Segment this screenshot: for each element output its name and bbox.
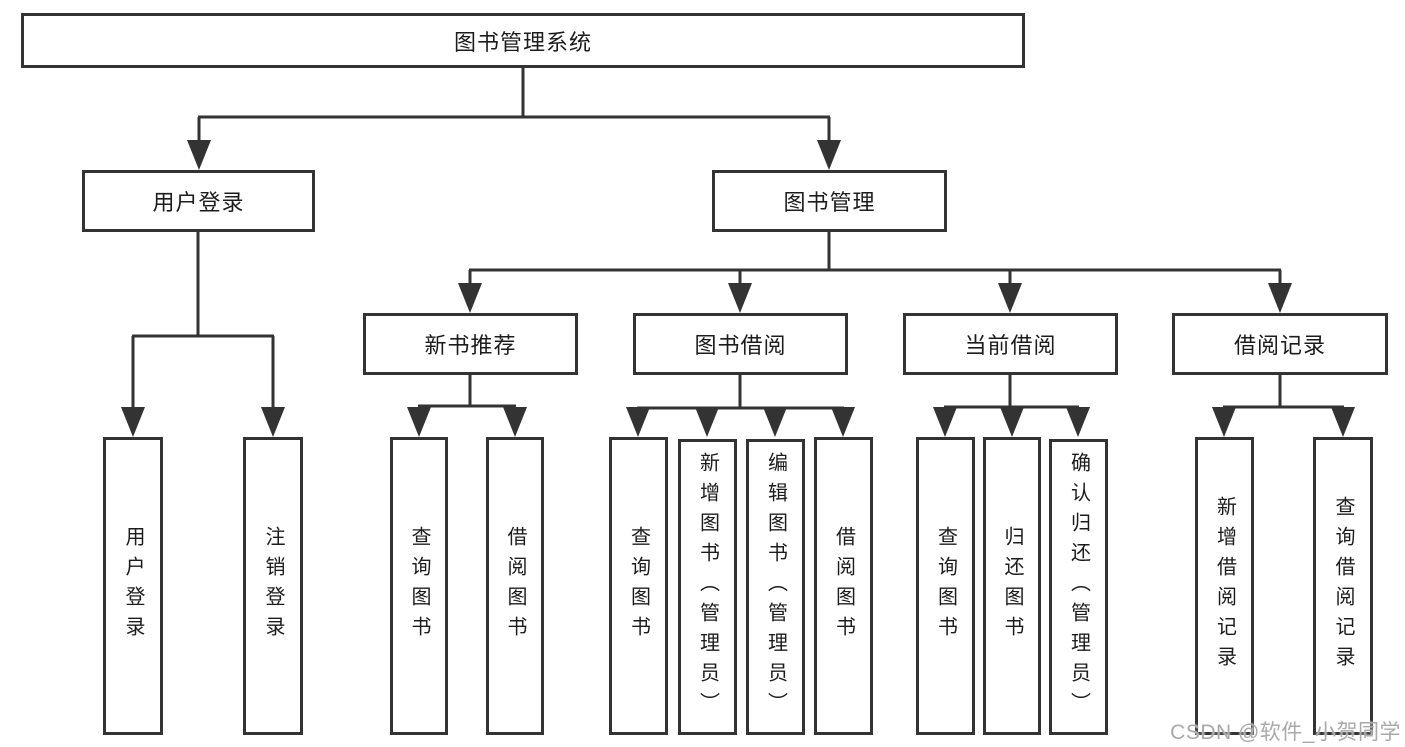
node-label: 注销登录 — [262, 526, 284, 646]
node-user-login: 用户登录 — [82, 170, 315, 232]
leaf-query-books-borrow: 查询图书 — [609, 437, 668, 735]
arrowheads — [121, 140, 1355, 437]
leaf-borrow-books-recommend: 借阅图书 — [486, 437, 544, 735]
node-label: 用户登录 — [152, 190, 245, 215]
node-label: 查询图书 — [408, 526, 430, 646]
node-label: 图书管理系统 — [453, 29, 592, 55]
node-label: 用户登录 — [122, 526, 144, 646]
leaf-return-book: 归还图书 — [983, 437, 1041, 735]
node-borrow-records: 借阅记录 — [1172, 313, 1388, 375]
leaf-user-login: 用户登录 — [103, 437, 163, 735]
node-label: 借阅图书 — [832, 526, 855, 646]
leaf-query-borrow-record: 查询借阅记录 — [1313, 437, 1373, 735]
node-book-management: 图书管理 — [712, 170, 947, 232]
node-current-borrow: 当前借阅 — [903, 313, 1118, 375]
node-label: 新增图书（管理员） — [696, 452, 719, 722]
node-label: 查询图书 — [934, 526, 957, 646]
leaf-confirm-return-admin: 确认归还（管理员） — [1049, 439, 1108, 735]
node-root-library-system: 图书管理系统 — [21, 13, 1025, 68]
leaf-add-borrow-record: 新增借阅记录 — [1195, 437, 1254, 735]
node-label: 确认归还（管理员） — [1067, 452, 1090, 722]
leaf-query-books-current: 查询图书 — [916, 437, 975, 735]
node-label: 新书推荐 — [424, 333, 517, 358]
node-label: 借阅图书 — [504, 526, 526, 646]
node-label: 查询借阅记录 — [1332, 496, 1354, 676]
node-label: 图书管理 — [783, 190, 876, 215]
leaf-logout: 注销登录 — [243, 437, 303, 735]
watermark: CSDN @软件_小贺同学 — [1170, 721, 1401, 744]
node-new-book-recommend: 新书推荐 — [363, 313, 578, 375]
leaf-add-book-admin: 新增图书（管理员） — [678, 439, 737, 735]
node-label: 编辑图书（管理员） — [764, 452, 787, 722]
leaf-borrow-books: 借阅图书 — [814, 437, 873, 735]
node-book-borrow: 图书借阅 — [633, 313, 848, 375]
node-label: 图书借阅 — [694, 333, 787, 358]
node-label: 当前借阅 — [964, 333, 1057, 358]
node-label: 查询图书 — [627, 526, 650, 646]
node-label: 借阅记录 — [1233, 333, 1326, 358]
node-label: 新增借阅记录 — [1213, 496, 1236, 676]
leaf-edit-book-admin: 编辑图书（管理员） — [746, 439, 805, 735]
leaf-query-books-recommend: 查询图书 — [390, 437, 448, 735]
node-label: 归还图书 — [1001, 526, 1023, 646]
